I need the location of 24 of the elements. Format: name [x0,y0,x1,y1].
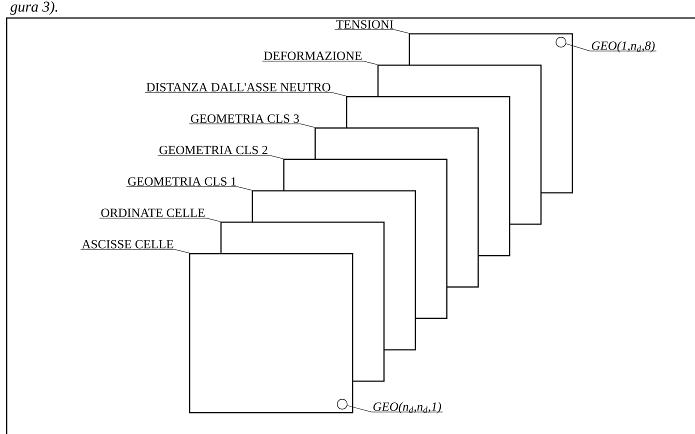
italic-label: GEO(1,n$_{d}$,8) [590,41,657,52]
leader-line [300,124,315,128]
leader-line [347,405,372,412]
layer-label: TENSIONI [334,20,396,30]
layer-label: DEFORMAZIONE [262,52,364,62]
leader-line [363,60,378,65]
point-circle [336,398,348,410]
leader-line [394,29,410,34]
layer-label: GEOMETRIA CLS 3 [188,114,301,124]
leader-line [238,186,252,190]
layer-label: DISTANZA DALL'ASSE NEUTRO [144,83,332,93]
leader-line [206,218,221,222]
layer-label: ASCISSE CELLE [80,240,176,250]
layer-label: ORDINATE CELLE [99,208,207,218]
leader-line [268,155,284,160]
point-circle [556,36,566,48]
italic-label: GEO(n$_{d}$,n$_{d}$,1) [371,402,443,414]
caption-fragment: gura 3). [10,1,58,15]
leader-line [566,44,590,52]
leader-line [174,249,190,254]
layer-label: GEOMETRIA CLS 1 [126,177,238,187]
layer-label: GEOMETRIA CLS 2 [158,146,270,156]
leader-line [332,92,346,96]
layer-square [189,253,354,414]
